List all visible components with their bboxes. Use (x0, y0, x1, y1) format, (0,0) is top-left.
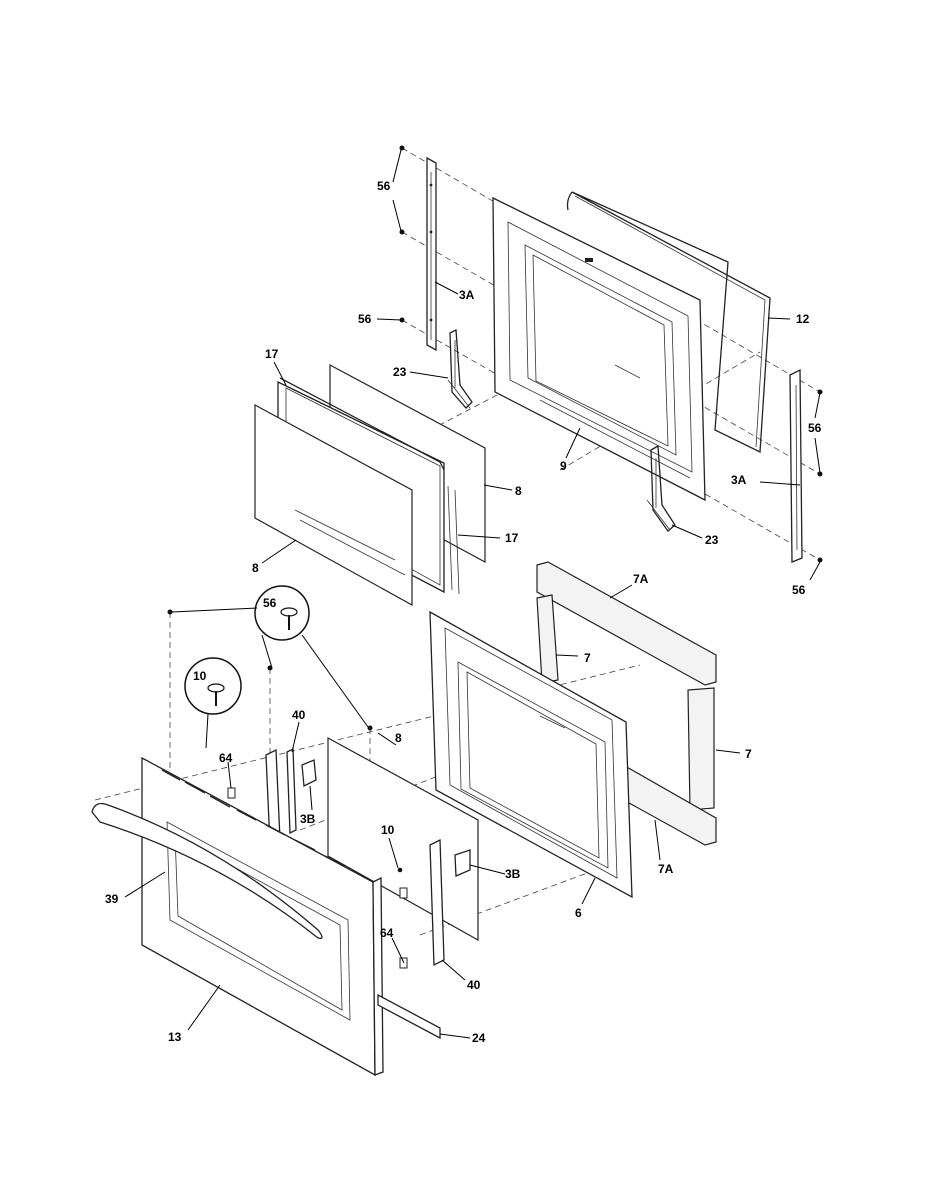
callout-3b-right: 3B (505, 867, 521, 881)
callout-7a-top: 7A (633, 572, 649, 586)
callout-13: 13 (168, 1030, 182, 1044)
screw-detail-callout-10 (184, 657, 242, 715)
callout-6: 6 (575, 906, 582, 920)
glass-pack-assembly (254, 363, 486, 607)
callout-10-middle: 10 (381, 823, 395, 837)
door-hinge-upper-part (447, 328, 473, 409)
callout-labels: 56 3A 56 12 17 23 56 9 3A 8 17 23 8 56 7… (105, 179, 822, 1045)
screw-detail-callout-56 (254, 585, 310, 641)
callout-39: 39 (105, 892, 119, 906)
side-channel-right-part (789, 368, 803, 563)
side-channel-left-part (426, 156, 437, 352)
callout-8-middle: 8 (395, 731, 402, 745)
inner-door-panel-part (429, 610, 633, 899)
callout-10-circle: 10 (193, 669, 207, 683)
screw-fasteners (167, 145, 823, 731)
callout-7-top: 7 (584, 651, 591, 665)
callout-7-right: 7 (745, 747, 752, 761)
callout-40-bottom: 40 (467, 978, 481, 992)
hinge-receiver-part (377, 993, 441, 1040)
callout-56-bottom-right: 56 (792, 583, 806, 597)
callout-3a-right: 3A (731, 473, 747, 487)
callout-64-top: 64 (219, 751, 233, 765)
callout-17-right: 17 (505, 531, 519, 545)
callout-8-left: 8 (252, 561, 259, 575)
callout-3a-top: 3A (459, 288, 475, 302)
door-handle-part (91, 802, 323, 939)
callout-56-left: 56 (358, 312, 372, 326)
leader-lines (124, 149, 821, 1039)
inner-door-liner-part (492, 196, 706, 502)
callout-3b-left: 3B (300, 812, 316, 826)
callout-56-top: 56 (377, 179, 391, 193)
door-vent-slots (161, 769, 346, 867)
callout-17-top: 17 (265, 347, 279, 361)
callout-64-bottom: 64 (380, 926, 394, 940)
door-gasket-frame-part (566, 191, 771, 454)
callout-8-top: 8 (515, 484, 522, 498)
outer-door-panel-part (141, 756, 384, 1077)
callout-12: 12 (796, 312, 810, 326)
callout-9: 9 (560, 459, 567, 473)
callout-23-bottom: 23 (705, 533, 719, 547)
callout-7a-bottom: 7A (658, 862, 674, 876)
callout-40-top: 40 (292, 708, 306, 722)
callout-23-top: 23 (393, 365, 407, 379)
door-hinge-lower-part (646, 444, 676, 532)
callout-56-right: 56 (808, 421, 822, 435)
callout-56-circle: 56 (263, 596, 277, 610)
callout-24: 24 (472, 1031, 486, 1045)
